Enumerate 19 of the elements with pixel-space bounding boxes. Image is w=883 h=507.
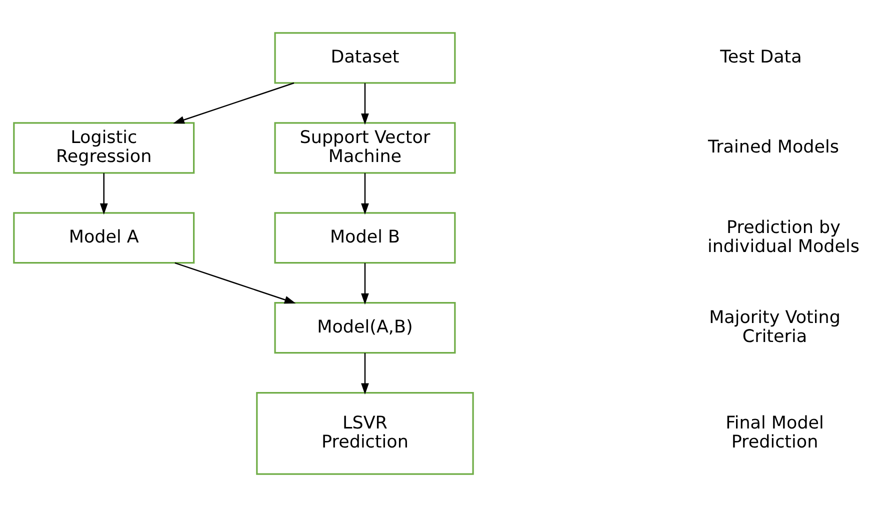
label: Prediction by individual Models bbox=[707, 218, 860, 257]
arrow bbox=[173, 82, 294, 124]
node-box: Support Vector Machine bbox=[274, 122, 456, 174]
node-box: Model A bbox=[13, 212, 195, 264]
label: Final Model Prediction bbox=[726, 414, 824, 452]
node-box: Model B bbox=[274, 212, 456, 264]
label: Trained Models bbox=[708, 138, 839, 158]
arrow bbox=[361, 173, 369, 215]
arrow bbox=[174, 262, 296, 304]
label: Majority Voting Criteria bbox=[709, 308, 840, 347]
node-box: LSVR Prediction bbox=[256, 392, 474, 475]
node-box: Dataset bbox=[274, 32, 456, 84]
node-box: Model(A,B) bbox=[274, 302, 456, 354]
arrow bbox=[361, 352, 369, 395]
node-box: Logistic Regression bbox=[13, 122, 195, 174]
arrow bbox=[100, 173, 108, 215]
label: Test Data bbox=[720, 48, 802, 68]
arrow bbox=[361, 263, 369, 305]
arrow bbox=[361, 83, 369, 125]
